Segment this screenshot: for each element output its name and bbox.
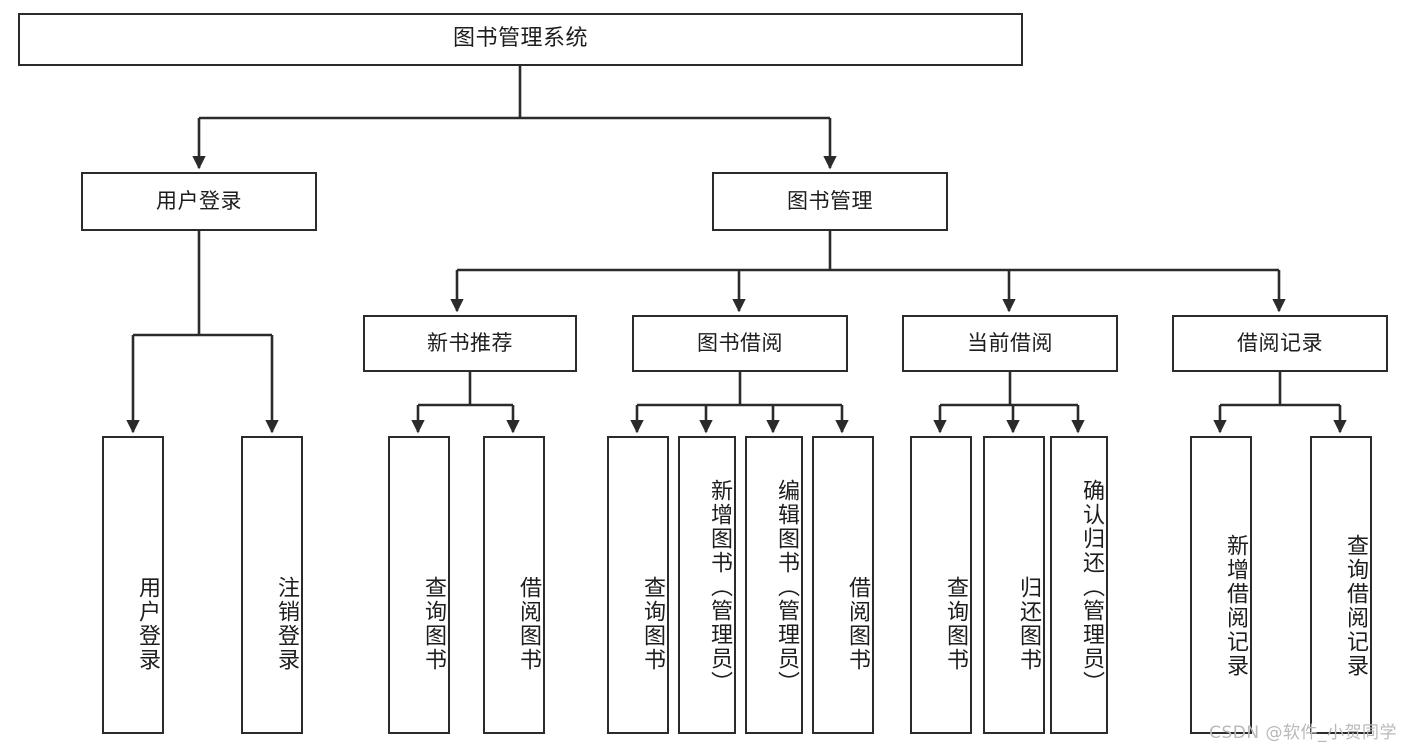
- leaf-borrow-book-2[interactable]: 借阅图书: [812, 436, 874, 734]
- leaf-edit-book-admin[interactable]: 编辑图书（管理员）: [745, 436, 803, 734]
- leaf-borrow-book-1[interactable]: 借阅图书: [483, 436, 545, 734]
- leaf-query-borrow-record-label: 查询借阅记录: [1343, 534, 1368, 678]
- leaf-user-logout[interactable]: 注销登录: [241, 436, 303, 734]
- leaf-user-logout-label: 注销登录: [274, 576, 299, 672]
- leaf-return-book[interactable]: 归还图书: [983, 436, 1045, 734]
- node-borrow-record-label: 借阅记录: [1237, 330, 1323, 355]
- node-new-book-recommend[interactable]: 新书推荐: [363, 315, 577, 372]
- leaf-query-book-1-label: 查询图书: [421, 576, 446, 672]
- node-current-borrow-label: 当前借阅: [967, 330, 1053, 355]
- node-new-book-recommend-label: 新书推荐: [427, 330, 513, 355]
- leaf-query-book-1[interactable]: 查询图书: [388, 436, 450, 734]
- leaf-user-login-label: 用户登录: [135, 576, 160, 672]
- leaf-add-book-admin-label: 新增图书（管理员）: [707, 479, 732, 695]
- leaf-edit-book-admin-label: 编辑图书（管理员）: [774, 479, 799, 695]
- node-user-login[interactable]: 用户登录: [81, 172, 317, 231]
- leaf-add-borrow-record-label: 新增借阅记录: [1223, 534, 1248, 678]
- leaf-confirm-return-admin-label: 确认归还（管理员）: [1079, 479, 1104, 695]
- node-borrow-record[interactable]: 借阅记录: [1172, 315, 1388, 372]
- leaf-query-book-3[interactable]: 查询图书: [910, 436, 972, 734]
- leaf-user-login[interactable]: 用户登录: [102, 436, 164, 734]
- leaf-query-book-2[interactable]: 查询图书: [607, 436, 669, 734]
- node-root[interactable]: 图书管理系统: [18, 13, 1023, 66]
- leaf-return-book-label: 归还图书: [1016, 576, 1041, 672]
- node-user-login-label: 用户登录: [156, 188, 242, 213]
- leaf-query-book-3-label: 查询图书: [943, 576, 968, 672]
- leaf-query-book-2-label: 查询图书: [640, 576, 665, 672]
- leaf-query-borrow-record[interactable]: 查询借阅记录: [1310, 436, 1372, 734]
- leaf-add-borrow-record[interactable]: 新增借阅记录: [1190, 436, 1252, 734]
- node-book-borrow-label: 图书借阅: [697, 330, 783, 355]
- node-book-borrow[interactable]: 图书借阅: [632, 315, 848, 372]
- node-book-manage-label: 图书管理: [787, 188, 873, 213]
- leaf-confirm-return-admin[interactable]: 确认归还（管理员）: [1050, 436, 1108, 734]
- node-root-label: 图书管理系统: [452, 26, 588, 52]
- node-book-manage[interactable]: 图书管理: [712, 172, 948, 231]
- node-current-borrow[interactable]: 当前借阅: [902, 315, 1118, 372]
- leaf-add-book-admin[interactable]: 新增图书（管理员）: [678, 436, 736, 734]
- leaf-borrow-book-1-label: 借阅图书: [516, 576, 541, 672]
- leaf-borrow-book-2-label: 借阅图书: [845, 576, 870, 672]
